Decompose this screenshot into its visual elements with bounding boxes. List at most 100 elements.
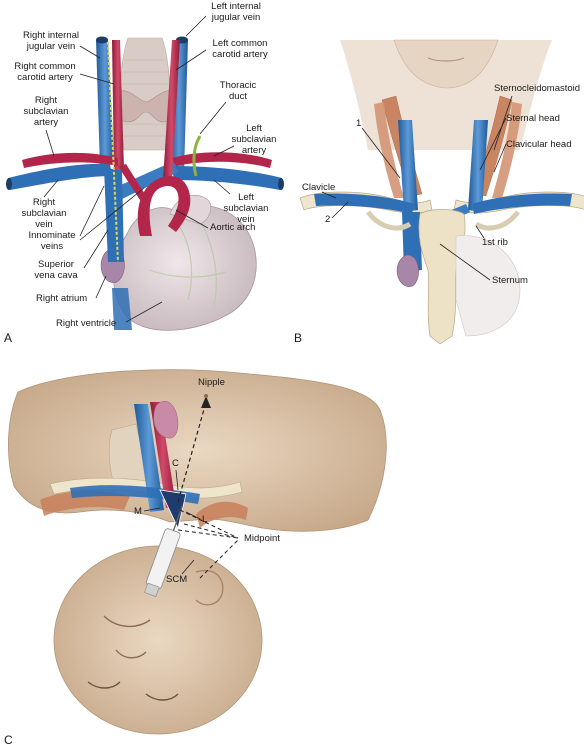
ivc-shape <box>112 288 132 330</box>
leader-right-cca <box>79 73 115 85</box>
b-subclavian-left <box>314 193 414 214</box>
label-scm: SCM <box>166 574 187 585</box>
label-l: L <box>202 514 207 525</box>
label-number-2: 2 <box>325 214 330 225</box>
first-rib-right <box>474 210 520 231</box>
thoracic-duct-shape <box>192 135 202 177</box>
right-scm-clav <box>492 102 522 198</box>
leader-thoracic-duct <box>199 101 227 135</box>
leader-number-1 <box>361 127 401 179</box>
brachiocephalic-trunk <box>118 164 146 200</box>
c-vein <box>134 404 164 512</box>
label-midpoint: Midpoint <box>244 533 280 544</box>
leader-right-subclavian-vein <box>43 179 59 198</box>
c-nose <box>115 649 147 659</box>
c-muscles-left <box>40 491 130 516</box>
c-head <box>53 545 263 735</box>
leader-left-subclavian-vein <box>213 179 231 195</box>
panel-b-letter: B <box>294 331 302 345</box>
label-clavicular-head: Clavicular head <box>506 139 571 150</box>
label-right-atrium: Right atrium <box>36 293 87 304</box>
c-atrium <box>153 400 179 439</box>
sternum-shape <box>418 209 466 345</box>
leader-aortic-arch <box>175 209 209 229</box>
label-aortic-arch: Aortic arch <box>210 222 255 233</box>
left-subclavian-vein-end <box>278 178 284 190</box>
nipple-dashed-arrow <box>177 401 207 503</box>
label-sternocleidomastoid: Sternocleidomastoid <box>494 83 580 94</box>
right-subclavian-vein-end <box>6 178 12 190</box>
chin <box>393 39 499 89</box>
b-left-ijv <box>468 120 488 212</box>
label-nipple: Nipple <box>198 377 225 388</box>
c-eye-2 <box>145 693 179 701</box>
leader-c <box>175 469 179 491</box>
label-sternum: Sternum <box>492 275 528 286</box>
leader-clavicle <box>321 191 337 199</box>
c-muscles-right <box>196 501 248 528</box>
leader-right-ijv <box>79 45 101 59</box>
right-subclavian-vein-shape <box>8 163 112 190</box>
catheter-line <box>107 41 119 263</box>
leader-sternal-head <box>479 117 507 171</box>
leader-left-subclavian-artery <box>213 145 235 157</box>
leader-number-2 <box>331 201 349 219</box>
left-subclavian-artery-shape <box>172 152 272 168</box>
leader-svc <box>83 229 109 269</box>
leader-innominate-veins-2 <box>79 187 145 241</box>
leader-first-rib <box>475 225 485 239</box>
label-number-1: 1 <box>356 118 361 129</box>
leader-clavicular-head <box>493 143 507 173</box>
leader-scm-c <box>181 559 195 575</box>
left-subclavian-vein-shape <box>172 166 282 190</box>
leader-m <box>143 507 161 512</box>
b-right-ijv <box>398 120 418 212</box>
nipple-mark <box>204 394 208 398</box>
svc-shape <box>104 168 124 262</box>
trachea-rings <box>122 59 168 137</box>
panel-a-letter: A <box>4 331 12 345</box>
leader-right-ventricle <box>125 301 163 323</box>
leader-l <box>185 511 201 520</box>
b-heart <box>455 235 521 337</box>
b-right-atrium <box>396 254 419 287</box>
label-first-rib: 1st rib <box>482 237 508 248</box>
right-subclavian-artery-shape <box>22 152 118 168</box>
c-ear <box>195 569 224 606</box>
leader-left-cca <box>175 49 207 71</box>
label-c: C <box>172 458 179 469</box>
leader-scm <box>493 95 513 151</box>
label-right-ventricle: Right ventricle <box>56 318 116 329</box>
leader-left-ijv <box>185 15 207 37</box>
label-sternal-head: Sternal head <box>506 113 560 124</box>
heart-vessel-detail <box>149 219 227 307</box>
right-cca-shape <box>112 40 124 170</box>
right-ijv-top <box>96 36 108 44</box>
b-subclavian-right <box>472 193 572 214</box>
c-eye-1 <box>87 681 121 689</box>
thyroid-gland <box>113 90 179 123</box>
left-cca-shape <box>163 40 180 180</box>
leader-right-atrium <box>95 275 107 299</box>
c-mouth <box>103 615 151 627</box>
leader-sternum <box>439 243 491 281</box>
leader-right-subclavian-artery <box>45 129 55 157</box>
panel-c-letter: C <box>4 733 13 747</box>
label-clavicle: Clavicle <box>302 182 335 193</box>
aortic-arch-shape <box>137 176 191 236</box>
left-innominate-shape <box>114 162 178 200</box>
leader-innominate-veins-1 <box>79 185 105 237</box>
